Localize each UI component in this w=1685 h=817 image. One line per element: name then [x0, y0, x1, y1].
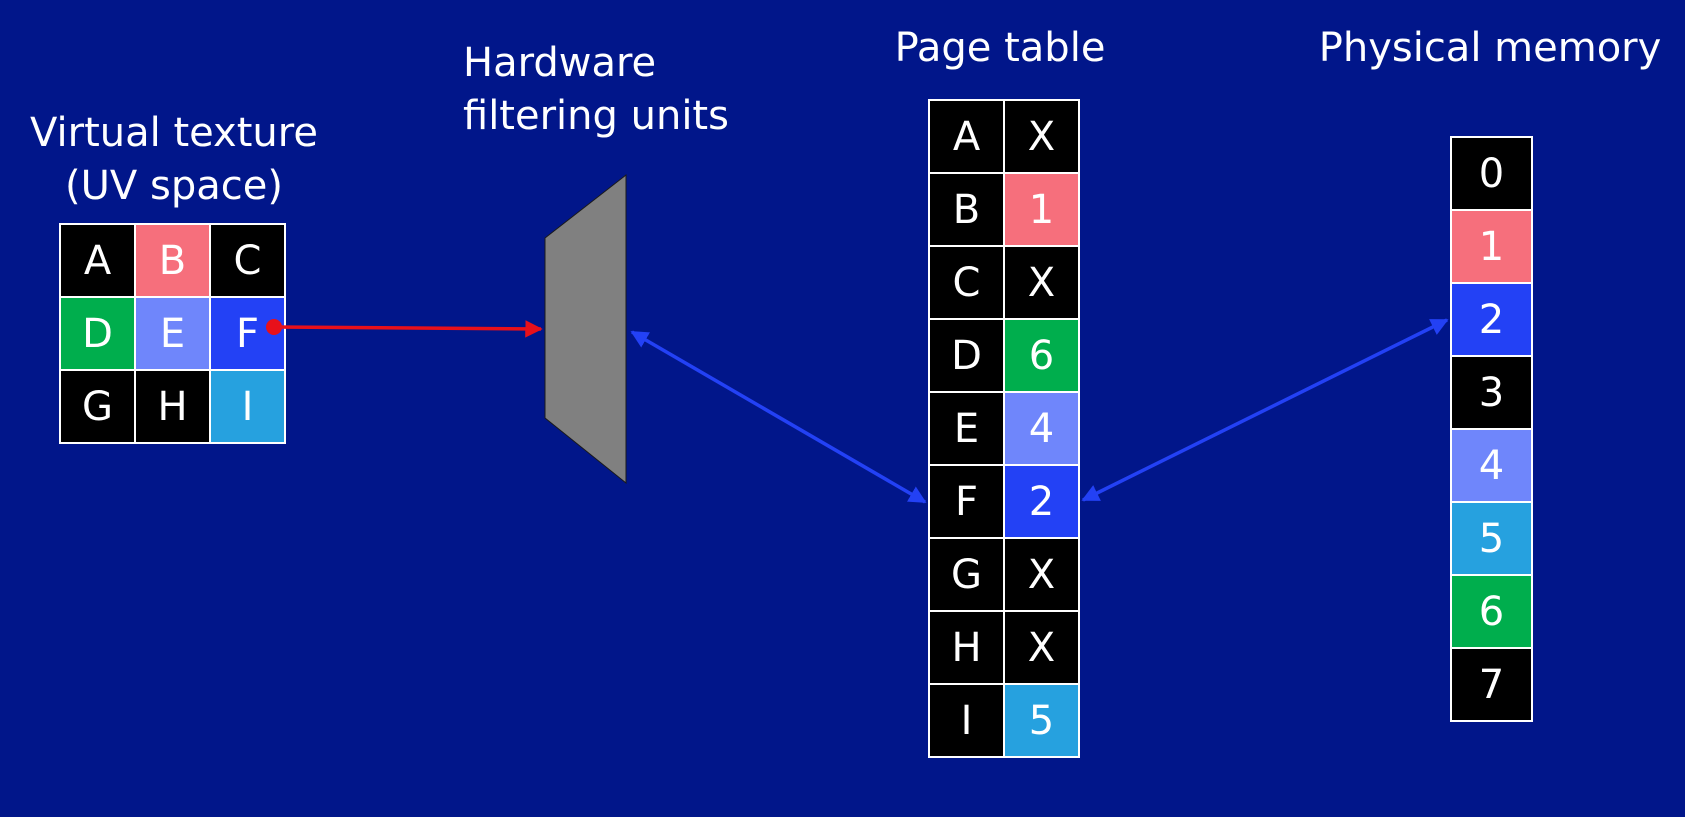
page-table-page-cell: F — [930, 466, 1003, 537]
page-table-page-cell: H — [930, 612, 1003, 683]
virtual-texture-cell: A — [61, 225, 134, 296]
page-table-page-cell: E — [930, 393, 1003, 464]
page-table-frame-cell: X — [1005, 612, 1078, 683]
hardware-filtering-title: Hardware filtering units — [463, 40, 729, 139]
page-table-page-cell: C — [930, 247, 1003, 318]
page-table-page-cell: G — [930, 539, 1003, 610]
page-table-title: Page table — [894, 25, 1106, 71]
physical-memory-title: Physical memory — [1318, 25, 1662, 71]
sample-lookup-arrow — [273, 320, 543, 338]
page-table-frame-cell: X — [1005, 101, 1078, 172]
page-table-frame-cell: 4 — [1005, 393, 1078, 464]
page-table-page-cell: D — [930, 320, 1003, 391]
page-table-frame-cell: 2 — [1005, 466, 1078, 537]
virtual-texture-title: Virtual texture (UV space) — [30, 110, 318, 209]
page-table-to-memory-arrow — [1081, 318, 1449, 502]
virtual-texture-cell: G — [61, 371, 134, 442]
page-table-frame-cell: 5 — [1005, 685, 1078, 756]
physical-memory-frame: 2 — [1452, 284, 1531, 355]
page-table-frame-cell: 1 — [1005, 174, 1078, 245]
page-table-frame-cell: X — [1005, 539, 1078, 610]
physical-memory-frame: 1 — [1452, 211, 1531, 282]
physical-memory-frame: 0 — [1452, 138, 1531, 209]
physical-memory-frame: 3 — [1452, 357, 1531, 428]
virtual-texture-cell: H — [136, 371, 209, 442]
virtual-texture-cell: C — [211, 225, 284, 296]
filter-to-page-table-arrow — [630, 330, 927, 504]
page-table-page-cell: B — [930, 174, 1003, 245]
page-table-frame-cell: 6 — [1005, 320, 1078, 391]
page-table-page-cell: A — [930, 101, 1003, 172]
physical-memory-frame: 7 — [1452, 649, 1531, 720]
virtual-texture-cell: F — [211, 298, 284, 369]
physical-memory-frame: 4 — [1452, 430, 1531, 501]
physical-memory-frame: 5 — [1452, 503, 1531, 574]
hardware-filtering-unit-shape — [544, 173, 627, 485]
virtual-texture-cell: E — [136, 298, 209, 369]
page-table-page-cell: I — [930, 685, 1003, 756]
virtual-texture-cell: I — [211, 371, 284, 442]
physical-memory-frame: 6 — [1452, 576, 1531, 647]
virtual-texture-cell: B — [136, 225, 209, 296]
virtual-texture-cell: D — [61, 298, 134, 369]
page-table-frame-cell: X — [1005, 247, 1078, 318]
